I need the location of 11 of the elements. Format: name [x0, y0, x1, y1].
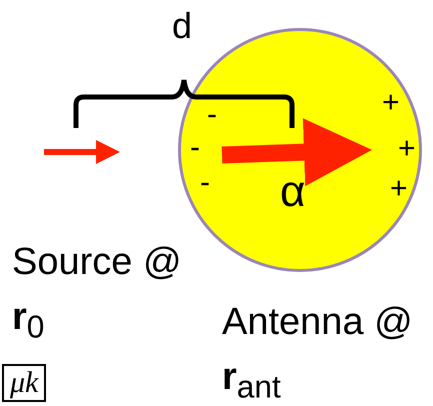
formula-box: μk [2, 364, 46, 402]
plus-sign: + [390, 174, 408, 204]
antenna-label: Antenna @ r$_{ant}$ [222, 300, 414, 406]
plus-sign: + [398, 134, 416, 164]
minus-sign: - [190, 133, 200, 163]
plus-sign: + [382, 88, 400, 118]
minus-sign: - [207, 100, 217, 130]
alpha-symbol: α [280, 170, 306, 214]
source-label: Source @ r$_{0}$ [12, 240, 182, 347]
dimension-label: d [172, 8, 192, 44]
minus-sign: - [200, 168, 210, 198]
